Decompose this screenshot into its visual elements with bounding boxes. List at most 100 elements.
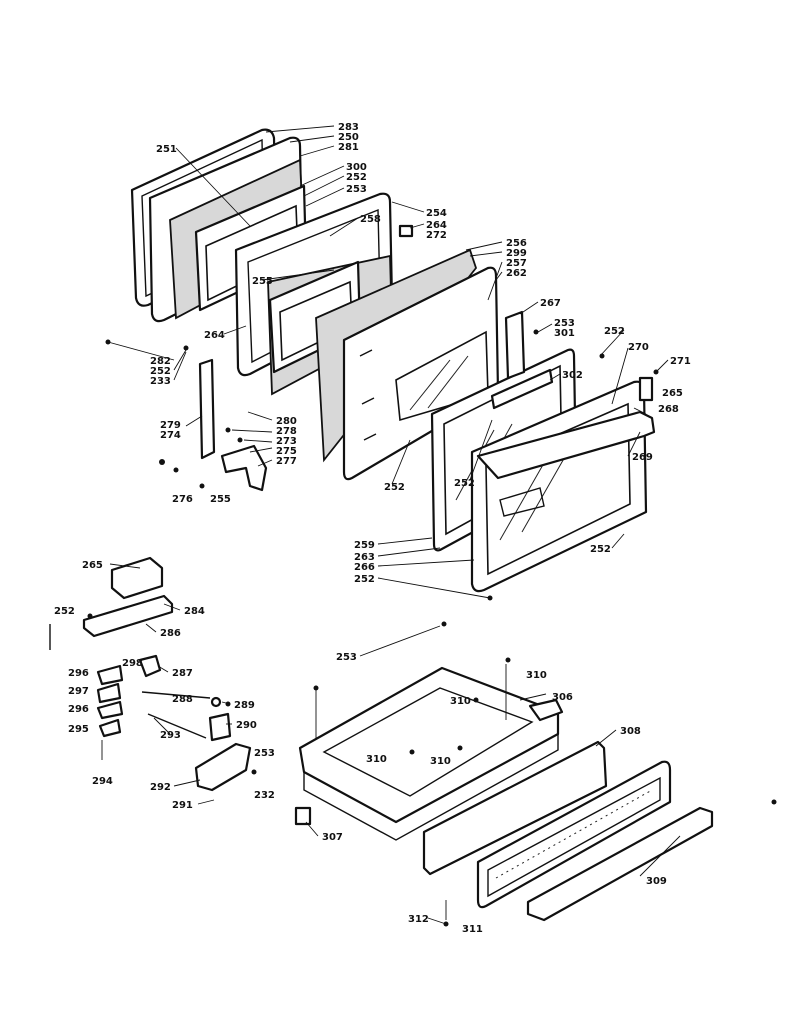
callout-296b: 296 [68,704,89,715]
storage-drawer [294,621,777,927]
callout-297: 297 [68,686,89,697]
hinge-arm [198,358,216,460]
callout-255b: 255 [210,494,231,505]
latch-plate-287 [138,654,162,678]
callout-294: 294 [92,776,113,787]
callout-251: 251 [156,144,177,155]
callout-298: 298 [122,658,143,669]
callout-267: 267 [540,298,561,309]
callout-254: 254 [426,208,447,219]
callout-274: 274 [160,430,181,441]
callout-287: 287 [172,668,193,679]
rod-293 [147,713,207,739]
callout-264b: 264 [204,330,225,341]
callout-252: 252 [346,172,367,183]
callout-312: 312 [408,914,429,925]
cam-296 [96,664,124,686]
callout-302: 302 [562,370,583,381]
callout-253c: 253 [254,748,275,759]
door-handle [476,410,656,480]
drawer-slide [294,806,312,826]
callout-310a: 310 [526,670,547,681]
door-assembly [105,128,659,601]
callout-252c: 252 [150,366,171,377]
callout-255: 255 [252,276,273,287]
callout-310b: 310 [450,696,471,707]
callout-283: 283 [338,122,359,133]
callout-299: 299 [506,248,527,259]
leader-lines [101,125,681,925]
callout-310d: 310 [430,756,451,767]
callout-286: 286 [160,628,181,639]
callout-253b: 253 [554,318,575,329]
callout-268: 268 [658,404,679,415]
drawer-front-inner [422,740,608,876]
callout-233: 233 [150,376,171,387]
callout-232: 232 [254,790,275,801]
drawer-flange [528,698,564,722]
callout-279: 279 [160,420,181,431]
callout-258: 258 [360,214,381,225]
rod-288 [141,691,211,699]
callout-252f: 252 [590,544,611,555]
switch-housing [110,556,164,600]
callout-291: 291 [172,800,193,811]
callout-290: 290 [236,720,257,731]
callout-293: 293 [160,730,181,741]
callout-259: 259 [354,540,375,551]
control-mechanism [49,556,257,792]
callout-253d: 253 [336,652,357,663]
callout-252d: 252 [384,482,405,493]
callout-265: 265 [662,388,683,399]
callout-307: 307 [322,832,343,843]
callout-271: 271 [670,356,691,367]
callout-262: 262 [506,268,527,279]
bracket-272 [398,224,414,238]
callout-252e: 252 [454,478,475,489]
callout-296: 296 [68,668,89,679]
callout-295: 295 [68,724,89,735]
callout-289: 289 [234,700,255,711]
callout-265b: 265 [82,560,103,571]
callout-276: 276 [172,494,193,505]
drawer-handle [526,806,714,922]
callout-273: 273 [276,436,297,447]
callout-labels: 283 250 281 251 300 252 253 258 254 264 … [54,122,691,935]
callout-252g: 252 [354,574,375,585]
end-cap-267 [504,310,526,380]
callout-284: 284 [184,606,205,617]
cam-297 [96,682,122,704]
callout-263: 263 [354,552,375,563]
hinge-lever [220,444,268,492]
block-265 [638,376,654,402]
callout-269: 269 [632,452,653,463]
callout-310c: 310 [366,754,387,765]
callout-257: 257 [506,258,527,269]
callout-277: 277 [276,456,297,467]
cam-296b [96,700,124,720]
callout-311: 311 [462,924,483,935]
callout-306: 306 [552,692,573,703]
callout-292: 292 [150,782,171,793]
cover-292 [194,742,252,792]
callout-301: 301 [554,328,575,339]
callout-300: 300 [346,162,367,173]
callout-275: 275 [276,446,297,457]
callout-264: 264 [426,220,447,231]
callout-272: 272 [426,230,447,241]
vent-strip [490,368,554,410]
lever-290 [208,712,232,742]
callout-266: 266 [354,562,375,573]
callout-282: 282 [150,356,171,367]
cam-295 [98,718,122,738]
callout-256: 256 [506,238,527,249]
callout-252b: 252 [604,326,625,337]
callout-280: 280 [276,416,297,427]
callout-308: 308 [620,726,641,737]
callout-270: 270 [628,342,649,353]
callout-288: 288 [172,694,193,705]
callout-253: 253 [346,184,367,195]
callout-309: 309 [646,876,667,887]
callout-250: 250 [338,132,359,143]
